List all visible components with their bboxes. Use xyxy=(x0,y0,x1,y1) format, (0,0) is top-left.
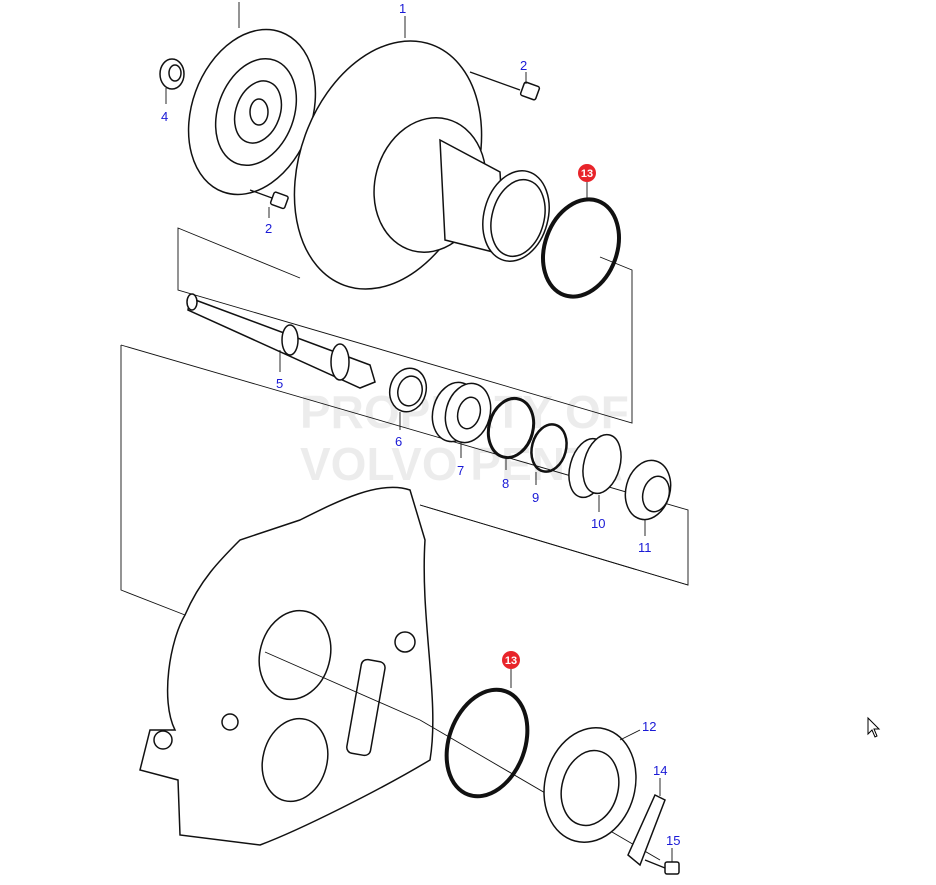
part-12-bearing-retainer[interactable] xyxy=(532,717,649,852)
label-14[interactable]: 14 xyxy=(653,763,667,778)
label-15[interactable]: 15 xyxy=(666,833,680,848)
lower-box-bottom xyxy=(419,504,689,586)
part-1-flywheel-flange[interactable] xyxy=(262,15,559,316)
upper-group-box xyxy=(177,227,633,424)
label-2-lower[interactable]: 2 xyxy=(265,221,272,236)
centerline-lower xyxy=(419,719,661,861)
label-7[interactable]: 7 xyxy=(457,463,464,478)
label-1[interactable]: 1 xyxy=(399,1,406,16)
label-10[interactable]: 10 xyxy=(591,516,605,531)
label-12[interactable]: 12 xyxy=(642,719,656,734)
part-9-retaining-ring[interactable] xyxy=(526,420,571,475)
label-11[interactable]: 11 xyxy=(638,540,652,555)
part-5-input-shaft[interactable] xyxy=(186,293,376,389)
part-14-lock-plate[interactable] xyxy=(627,793,666,867)
part-7-ball-bearing[interactable] xyxy=(426,377,497,447)
highlight-badge-13-lower[interactable] xyxy=(502,651,520,669)
label-13-lower: 13 xyxy=(505,655,517,667)
part-13-o-ring-lower[interactable] xyxy=(432,678,541,807)
part-6-seal-ring[interactable] xyxy=(385,364,431,416)
part-13-o-ring-upper[interactable] xyxy=(530,189,632,308)
part-3-damper-disc[interactable] xyxy=(167,12,338,213)
flywheel-housing xyxy=(139,486,434,846)
label-3[interactable]: 3 xyxy=(234,0,241,3)
leader-12 xyxy=(619,729,641,741)
part-15-bolt[interactable] xyxy=(644,859,680,875)
part-8-circlip[interactable] xyxy=(482,393,540,462)
part-2-bolt-upper[interactable] xyxy=(469,71,541,101)
part-11-shaft-seal[interactable] xyxy=(619,455,677,524)
label-6[interactable]: 6 xyxy=(395,434,402,449)
part-4-seal[interactable] xyxy=(159,58,185,90)
label-5[interactable]: 5 xyxy=(276,376,283,391)
part-10-sleeve[interactable] xyxy=(563,430,627,501)
mouse-cursor-icon xyxy=(867,716,881,738)
label-9[interactable]: 9 xyxy=(532,490,539,505)
label-8[interactable]: 8 xyxy=(502,476,509,491)
label-4[interactable]: 4 xyxy=(161,109,168,124)
lower-group-box xyxy=(120,345,186,616)
label-2-upper[interactable]: 2 xyxy=(520,58,527,73)
part-2-bolt-lower[interactable] xyxy=(249,189,289,210)
highlight-badge-13-upper[interactable] xyxy=(578,164,596,182)
label-13-upper: 13 xyxy=(581,168,593,180)
